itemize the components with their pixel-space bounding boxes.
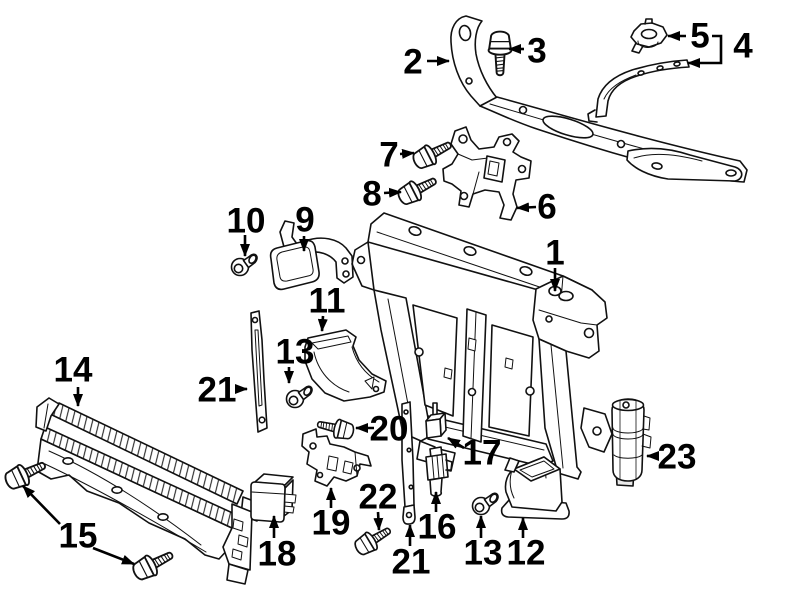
callout-label[interactable]: 23 (658, 438, 697, 477)
callout-arrow (22, 485, 61, 525)
callout-label[interactable]: 12 (507, 534, 546, 573)
callout-label[interactable]: 6 (537, 188, 556, 227)
callout-7-5[interactable]: 7 (379, 136, 415, 175)
callout-9-9[interactable]: 9 (295, 201, 315, 252)
callout-17-16[interactable]: 17 (447, 434, 502, 473)
callout-label[interactable]: 13 (464, 534, 503, 573)
callout-6-7[interactable]: 6 (516, 188, 557, 227)
callout-label[interactable]: 8 (362, 175, 381, 214)
callout-23-17[interactable]: 23 (646, 438, 697, 477)
part-10-clip[interactable] (230, 253, 259, 277)
part-23-module[interactable] (612, 399, 651, 486)
callout-16-22[interactable]: 16 (418, 491, 457, 547)
callout-arrow (383, 187, 402, 198)
part-5-bracket[interactable] (631, 19, 667, 53)
callout-arrow (373, 511, 384, 531)
callout-label[interactable]: 10 (227, 202, 266, 241)
callout-arrow (687, 34, 723, 68)
callout-13-11[interactable]: 13 (276, 333, 315, 384)
callout-label[interactable]: 18 (258, 535, 297, 574)
callout-label[interactable]: 2 (403, 43, 422, 82)
part-16-sensor[interactable] (426, 447, 452, 496)
callout-20-15[interactable]: 20 (355, 410, 409, 449)
callout-8-6[interactable]: 8 (362, 175, 402, 214)
callout-15-14[interactable]: 15 (22, 485, 135, 566)
part-8-bolt[interactable] (394, 170, 442, 209)
callout-5-3[interactable]: 5 (667, 17, 710, 56)
callout-label[interactable]: 21 (392, 543, 431, 582)
callout-label[interactable]: 20 (370, 410, 409, 449)
callout-22-20[interactable]: 22 (359, 478, 398, 531)
callout-12-24[interactable]: 12 (507, 517, 546, 573)
callout-label[interactable]: 7 (379, 136, 398, 175)
part-13-clip[interactable] (285, 385, 314, 409)
callout-label[interactable]: 21 (198, 371, 237, 410)
callout-arrow (92, 546, 135, 566)
callout-arrow (447, 436, 465, 450)
callout-21-21[interactable]: 21 (392, 524, 431, 582)
part-18-control-module[interactable] (251, 474, 296, 522)
callout-1[interactable]: 1 (545, 234, 565, 292)
callout-label[interactable]: 1 (545, 234, 564, 273)
callout-label[interactable]: 14 (54, 351, 93, 390)
part-6-mount-bracket-assembly[interactable] (443, 127, 531, 220)
callout-19-19[interactable]: 19 (312, 487, 351, 543)
part-12-air-duct[interactable] (502, 457, 570, 519)
part-9-bracket-pad[interactable] (271, 221, 353, 289)
callout-13-23[interactable]: 13 (464, 515, 503, 573)
callout-label[interactable]: 17 (463, 434, 502, 473)
part-3-bolt[interactable] (487, 30, 513, 77)
part-2-upper-tie-bar[interactable] (451, 16, 747, 182)
callout-label[interactable]: 22 (359, 478, 398, 517)
callout-21-12[interactable]: 21 (198, 371, 248, 410)
callout-10-8[interactable]: 10 (227, 202, 266, 257)
callout-2-1[interactable]: 2 (403, 43, 450, 82)
part-1-radiator-support[interactable] (352, 213, 612, 479)
callout-14-13[interactable]: 14 (54, 351, 93, 407)
callout-arrow (516, 202, 537, 213)
callout-label[interactable]: 16 (418, 508, 457, 547)
part-21-baffle-strip-b[interactable] (402, 402, 415, 524)
part-11-air-guide-bracket[interactable] (305, 330, 386, 401)
callout-label[interactable]: 5 (690, 17, 709, 56)
part-17-ambient-temp-sensor[interactable] (426, 403, 446, 438)
part-15-bolt-b[interactable] (128, 543, 178, 585)
callout-3-2[interactable]: 3 (508, 32, 547, 71)
callout-11-10[interactable]: 11 (309, 282, 346, 332)
part-21-baffle-strip[interactable] (251, 311, 267, 432)
part-13-clip-b[interactable] (471, 492, 500, 516)
callout-label[interactable]: 9 (295, 201, 314, 240)
callout-arrow (399, 148, 415, 159)
callout-arrow (317, 315, 328, 332)
part-14-grille-shutter[interactable] (36, 398, 259, 584)
callout-label[interactable]: 15 (59, 517, 98, 556)
callout-label[interactable]: 4 (733, 27, 753, 66)
part-19-module-bracket[interactable] (302, 429, 371, 486)
callout-label[interactable]: 19 (312, 504, 351, 543)
callout-label[interactable]: 3 (527, 32, 546, 71)
callout-label[interactable]: 11 (309, 282, 346, 321)
callout-18-18[interactable]: 18 (258, 515, 297, 574)
callout-label[interactable]: 13 (276, 333, 315, 372)
part-22-bolt[interactable] (350, 520, 396, 560)
callout-4-4[interactable]: 4 (687, 27, 753, 68)
part-4-support-rail[interactable] (588, 60, 689, 122)
